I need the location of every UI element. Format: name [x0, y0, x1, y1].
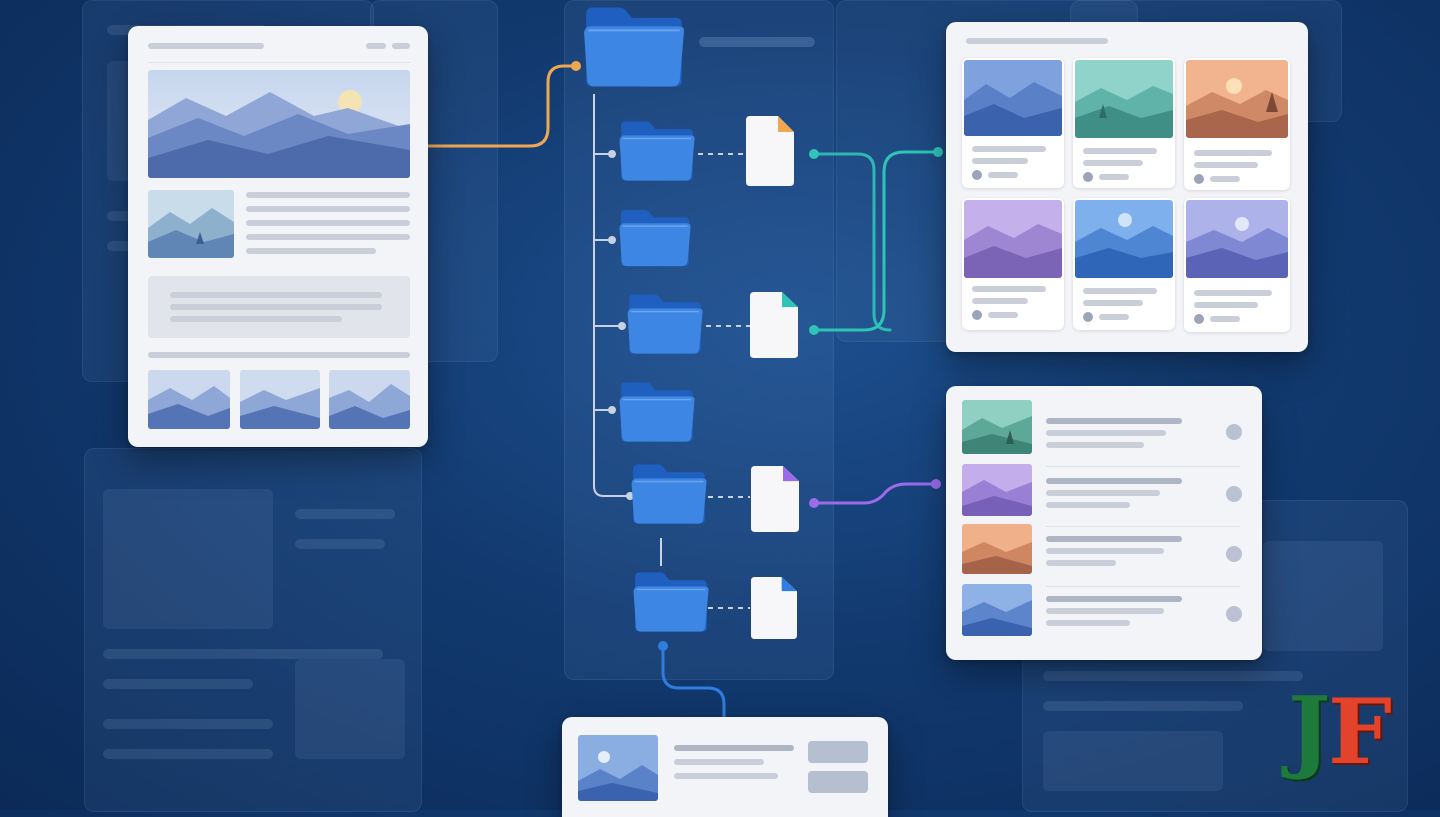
background-page-3	[84, 448, 422, 812]
gallery-image	[1186, 200, 1288, 278]
root-folder-icon[interactable]	[582, 4, 686, 90]
strip-image-1	[148, 370, 230, 429]
list-item[interactable]	[962, 400, 1246, 454]
list-panel	[946, 386, 1262, 660]
connector-orange	[426, 64, 578, 148]
gallery-tile[interactable]	[1073, 58, 1175, 188]
gallery-image	[1075, 60, 1173, 138]
folder-icon[interactable]	[618, 116, 696, 186]
jf-logo: J F	[1288, 682, 1412, 782]
list-image	[962, 584, 1032, 636]
bottom-card-image	[578, 735, 658, 801]
gallery-tile[interactable]	[1184, 198, 1290, 332]
strip-image-3	[329, 370, 410, 429]
logo-letter-j: J	[1288, 677, 1331, 783]
gallery-tile[interactable]	[962, 198, 1064, 330]
list-image	[962, 524, 1032, 574]
connector-teal-2	[812, 150, 940, 332]
hero-image	[148, 70, 410, 178]
gallery-image	[1075, 200, 1173, 278]
folder-icon[interactable]	[618, 380, 696, 444]
tree-trunk	[593, 94, 630, 497]
file-icon[interactable]	[751, 577, 797, 639]
strip-image-2	[240, 370, 320, 429]
list-image	[962, 400, 1032, 454]
list-item[interactable]	[962, 464, 1246, 516]
file-icon[interactable]	[751, 466, 799, 532]
folder-icon[interactable]	[632, 568, 710, 636]
bottom-card-button[interactable]	[808, 741, 868, 763]
page-card	[128, 26, 428, 447]
file-icon[interactable]	[750, 292, 798, 358]
gallery-tile[interactable]	[1184, 58, 1290, 190]
connector-blue	[661, 644, 726, 720]
gallery-tile[interactable]	[962, 58, 1064, 188]
bottom-card-button[interactable]	[808, 771, 868, 793]
gallery-image	[964, 200, 1062, 278]
bottom-card	[562, 717, 888, 817]
connector-teal-1	[812, 152, 892, 332]
folder-icon[interactable]	[618, 208, 692, 268]
list-item[interactable]	[962, 524, 1246, 574]
folder-icon[interactable]	[626, 290, 704, 358]
gallery-panel	[946, 22, 1308, 352]
folder-icon[interactable]	[630, 460, 708, 528]
feature-image	[148, 190, 234, 258]
file-icon[interactable]	[746, 116, 794, 186]
gallery-image	[964, 60, 1062, 136]
gallery-image	[1186, 60, 1288, 138]
list-item[interactable]	[962, 584, 1246, 636]
connector-purple	[812, 482, 938, 505]
list-image	[962, 464, 1032, 516]
logo-letter-f: F	[1328, 679, 1392, 785]
gallery-tile[interactable]	[1073, 198, 1175, 330]
